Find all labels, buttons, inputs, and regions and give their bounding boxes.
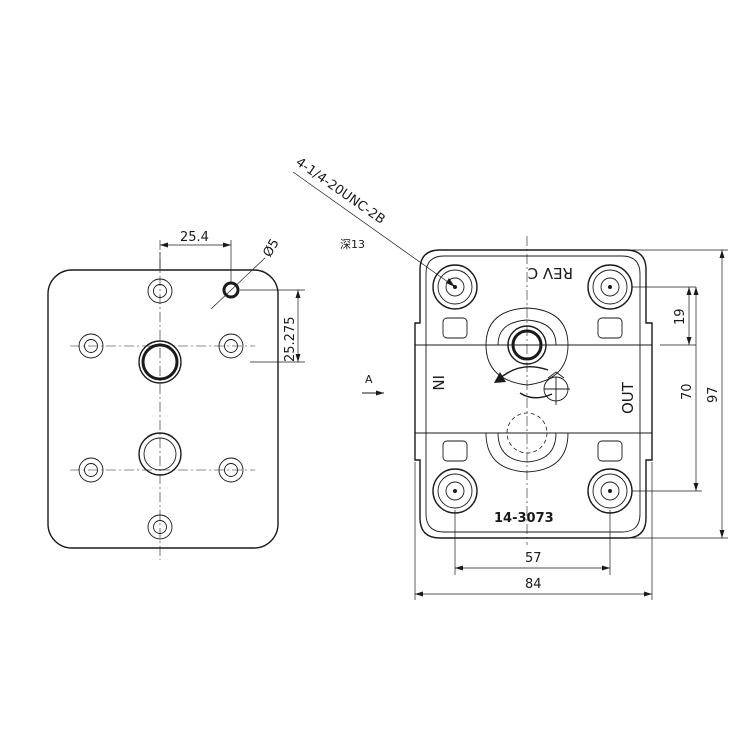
rotation-arrow-icon <box>494 366 570 405</box>
right-body-outline <box>414 249 653 539</box>
dim-25-275: 25.275 <box>240 289 305 363</box>
dim-70-text: 70 <box>680 383 695 400</box>
in-label: IN <box>429 375 447 391</box>
dim-84: 84 <box>414 462 653 600</box>
right-view: REV C IN OUT 14-3073 4-1/4-20UNC-2B 深13 … <box>293 155 728 600</box>
dim-diameter-text: Ø5 <box>260 236 282 260</box>
part-number: 14-3073 <box>494 511 554 526</box>
dim-25-4-text: 25.4 <box>180 230 209 245</box>
left-plate-outline <box>47 269 279 549</box>
out-label: OUT <box>619 381 637 414</box>
left-port-b <box>138 432 182 476</box>
right-body-inner-outline <box>425 255 641 533</box>
dim-97-text: 97 <box>706 386 721 403</box>
view-arrow-a: A <box>362 373 384 396</box>
rev-label: REV C <box>528 264 573 282</box>
right-bolt-hole-top-right <box>587 264 633 310</box>
right-port-upper <box>507 325 547 365</box>
left-bolt-hole-bottom <box>147 514 173 540</box>
right-bolt-hole-bottom-right <box>587 468 633 514</box>
dim-25-4: 25.4 <box>159 230 232 282</box>
dim-19-text: 19 <box>673 308 688 325</box>
right-port-lower <box>506 412 548 454</box>
dim-70: 70 <box>632 287 702 492</box>
right-bolt-hole-bottom-left <box>432 468 478 514</box>
dim-57: 57 <box>454 510 611 575</box>
dim-19: 19 <box>632 286 696 346</box>
left-view: 25.4 Ø5 25.275 <box>47 230 305 560</box>
dim-97: 97 <box>632 249 728 539</box>
left-pin-hole <box>210 257 266 310</box>
view-arrow-label: A <box>365 373 373 386</box>
left-bolt-hole-low-left <box>78 457 104 483</box>
left-bolt-hole-mid-left <box>78 333 104 359</box>
left-bolt-hole-mid-right <box>218 333 244 359</box>
thread-depth-text: 深13 <box>340 238 365 251</box>
left-bolt-hole-top <box>147 278 173 304</box>
thread-callout: 4-1/4-20UNC-2B 深13 <box>293 155 456 288</box>
upper-pocket <box>485 307 569 386</box>
left-port-a <box>138 340 182 384</box>
dim-25-275-text: 25.275 <box>283 317 298 363</box>
dim-57-text: 57 <box>525 551 542 566</box>
dim-84-text: 84 <box>525 577 542 592</box>
thread-callout-text: 4-1/4-20UNC-2B <box>293 155 388 228</box>
right-bolt-hole-top-left <box>432 264 478 310</box>
left-bolt-hole-low-right <box>218 457 244 483</box>
